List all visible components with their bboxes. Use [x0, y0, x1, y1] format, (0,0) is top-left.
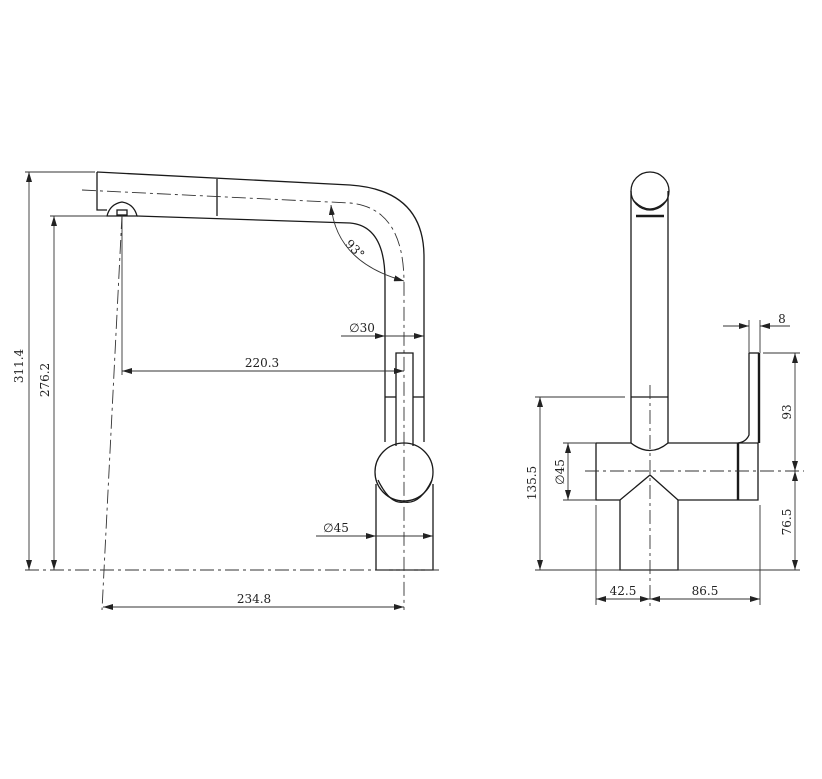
dim-right-offset: 86.5 — [692, 584, 719, 598]
dim-total-height: 311.4 — [12, 348, 26, 383]
dim-bend-angle: 93° — [342, 237, 367, 262]
dim-body-center-height: 76.5 — [780, 509, 794, 536]
spout-outline — [96, 171, 425, 442]
spout-tube-front — [630, 191, 669, 443]
base-side — [375, 484, 434, 571]
body-front — [595, 442, 738, 501]
dim-lever-height: 93 — [780, 404, 794, 419]
dim-body-top-height: 135.5 — [525, 466, 539, 500]
front-view: 8 93 76.5 135.5 ∅45 42.5 86.5 — [525, 171, 804, 607]
dim-tube-diameter: ∅30 — [349, 321, 375, 335]
dim-base-diameter: ∅45 — [323, 521, 349, 535]
side-view: 311.4 276.2 220.3 234.8 ∅30 ∅45 93° — [12, 171, 440, 611]
base-front — [619, 500, 679, 571]
dim-lever-thickness: 8 — [778, 312, 786, 326]
dim-left-offset: 42.5 — [610, 584, 637, 598]
lever-side — [374, 352, 434, 503]
aerator-icon — [106, 201, 138, 217]
dim-spout-reach: 220.3 — [245, 356, 279, 370]
dim-spout-height: 276.2 — [38, 363, 52, 397]
dim-overall-depth: 234.8 — [237, 592, 271, 606]
dim-body-diameter: ∅45 — [553, 459, 567, 485]
